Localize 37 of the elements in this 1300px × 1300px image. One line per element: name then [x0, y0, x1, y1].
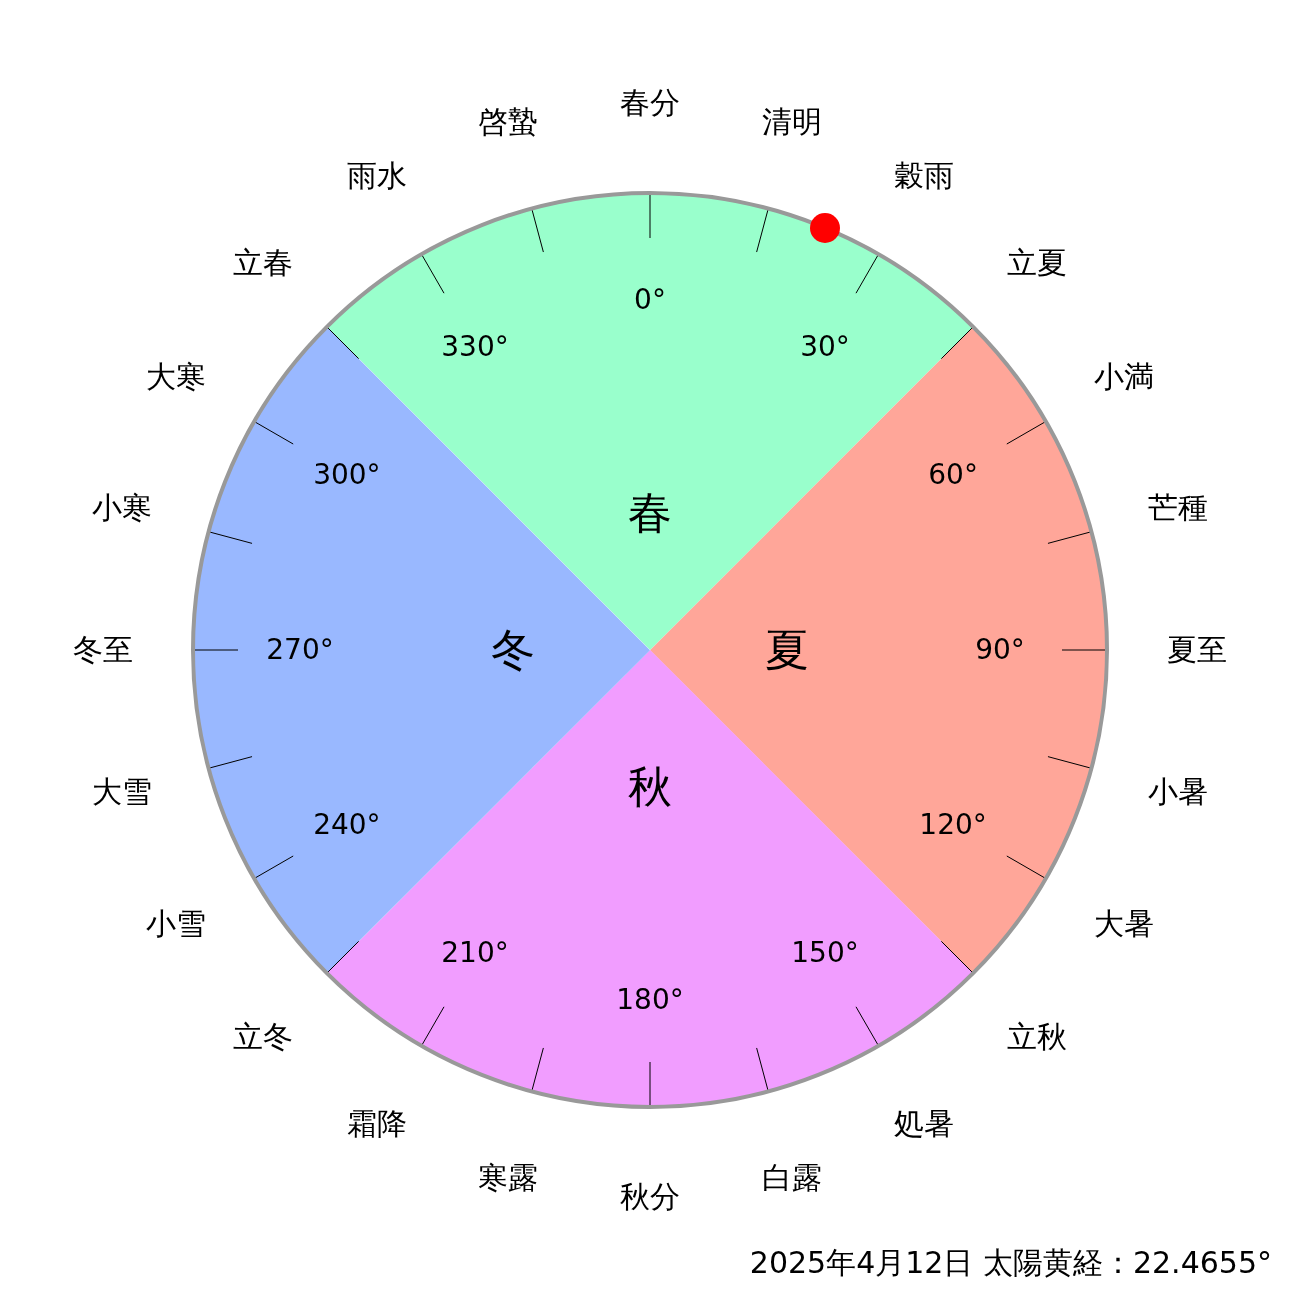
- solar-term-label: 冬至: [73, 635, 133, 665]
- solar-term-label: 大寒: [146, 361, 207, 392]
- season-label: 夏: [765, 628, 809, 672]
- caption: 2025年4月12日 太陽黄経：22.4655°: [749, 1248, 1272, 1278]
- season-label: 秋: [628, 765, 672, 809]
- solar-term-label: 立夏: [1006, 248, 1067, 279]
- solar-term-label: 立冬: [233, 1021, 294, 1052]
- solar-term-label: 小満: [1093, 361, 1154, 392]
- solar-term-label: 小寒: [91, 493, 152, 524]
- solar-term-label: 秋分: [620, 1182, 680, 1212]
- solar-term-label: 小雪: [146, 908, 207, 939]
- solar-term-label: 夏至: [1167, 635, 1227, 665]
- solar-term-label: 立春: [233, 248, 294, 279]
- season-label: 冬: [491, 628, 535, 672]
- degree-label: 60°: [928, 461, 978, 489]
- solar-term-label: 清明: [761, 106, 822, 137]
- degree-label: 90°: [975, 636, 1025, 664]
- solar-term-label: 立秋: [1006, 1021, 1067, 1052]
- season-label: 春: [628, 491, 672, 535]
- solar-term-label: 啓蟄: [478, 106, 539, 137]
- degree-label: 30°: [800, 332, 850, 361]
- degree-label: 330°: [441, 332, 509, 361]
- degree-label: 180°: [616, 986, 684, 1014]
- degree-label: 270°: [266, 636, 334, 664]
- solar-term-label: 小暑: [1148, 776, 1209, 807]
- solar-term-label: 大雪: [91, 776, 152, 807]
- solar-term-label: 白露: [761, 1163, 822, 1194]
- degree-label: 120°: [919, 811, 987, 839]
- solar-term-label: 大暑: [1093, 908, 1154, 939]
- solar-term-label: 芒種: [1148, 493, 1209, 524]
- degree-label: 0°: [634, 286, 666, 314]
- solar-term-label: 寒露: [478, 1163, 539, 1194]
- degree-label: 240°: [313, 811, 381, 839]
- solar-term-label: 春分: [620, 88, 680, 118]
- degree-label: 150°: [791, 939, 859, 968]
- degree-label: 300°: [313, 461, 381, 489]
- degree-label: 210°: [441, 939, 509, 968]
